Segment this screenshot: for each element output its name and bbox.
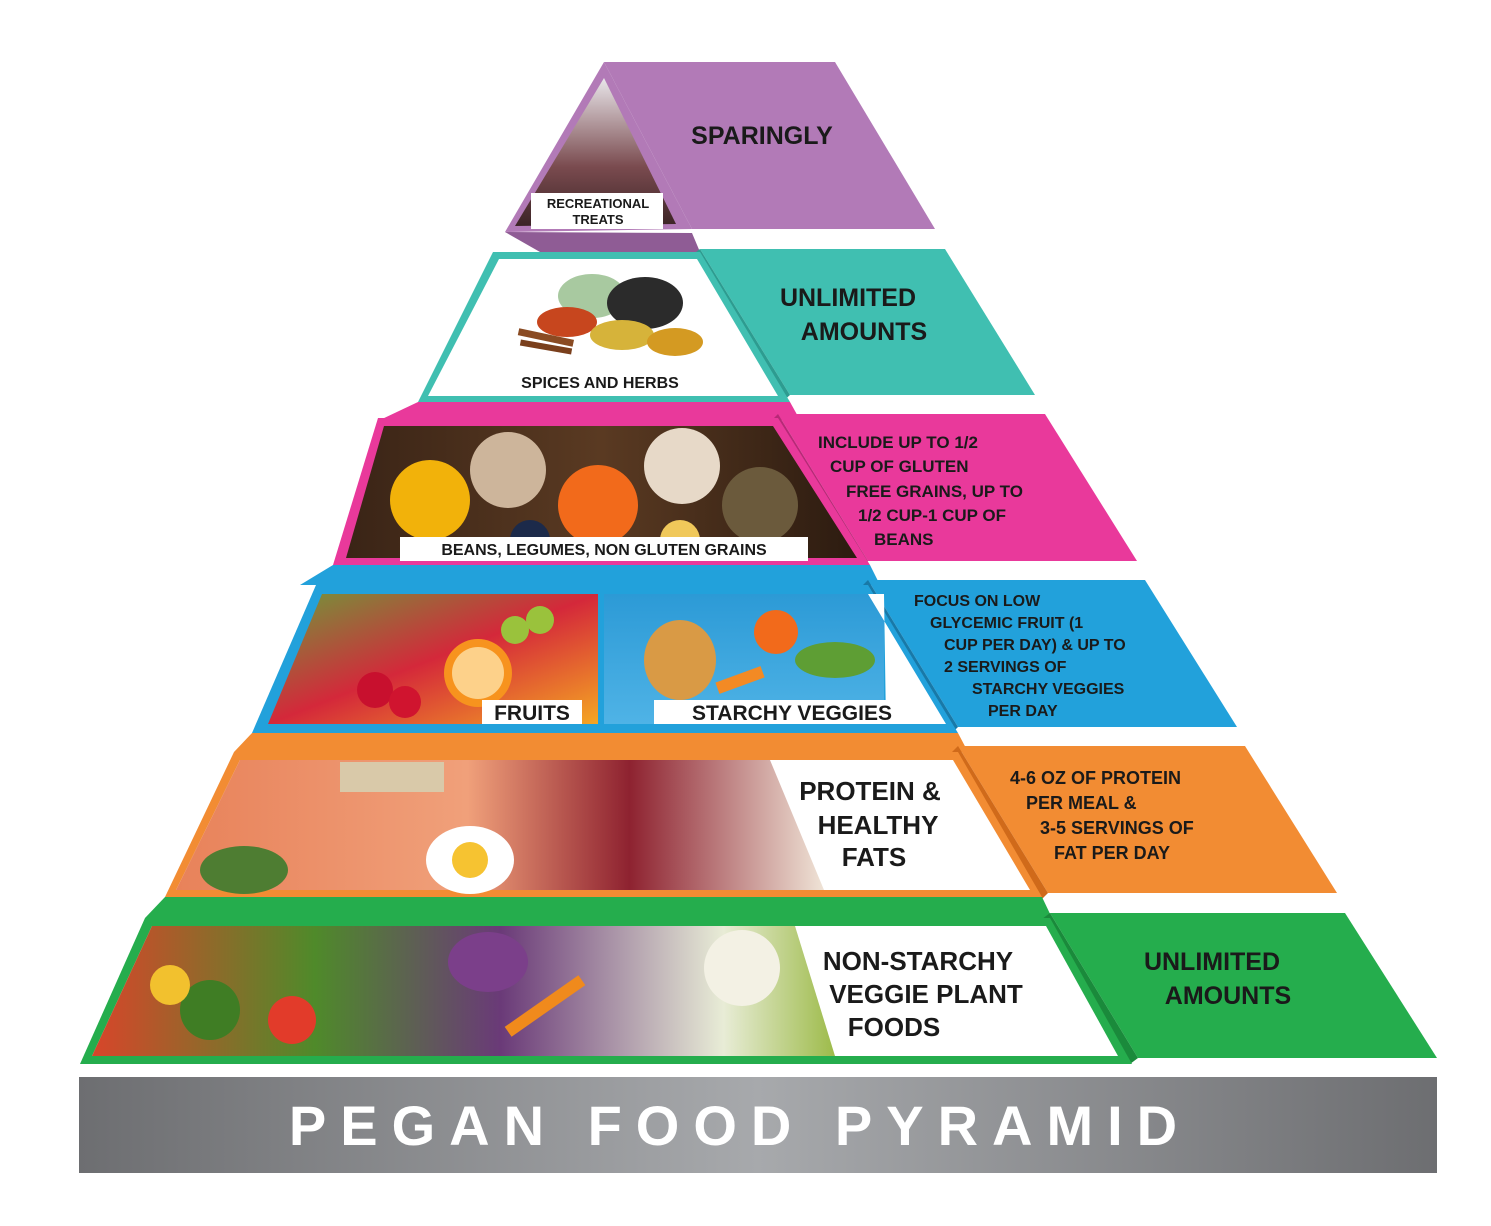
protein-illustration [200,762,514,894]
amount-fruit-line-3: CUP PER DAY) & UP TO [944,637,1126,654]
amount-sparingly: SPARINGLY [691,122,833,150]
amount-fruit-line-6: PER DAY [988,703,1058,720]
amount-beans-line-2: CUP OF GLUTEN [830,457,969,476]
amount-fruit-line-5: STARCHY VEGGIES [972,681,1125,698]
food-label-fruits: FRUITS [494,702,570,725]
tier-5-amount-band [958,746,1337,893]
tier-non-starchy-veggies: NON-STARCHY VEGGIE PLANT FOODS UNLIMITED… [80,913,1437,1064]
fruits-label-box [482,700,582,724]
amount-fruit-line-1: FOCUS ON LOW [914,593,1041,610]
tier-5-photo [176,760,824,890]
amount-beans-line-1: INCLUDE UP TO 1/2 [818,433,978,452]
veg-illustration [150,930,780,1044]
amount-fruit-line-2: GLYCEMIC FRUIT (1 [930,615,1083,632]
amount-beans-line-5: BEANS [874,530,934,549]
food-label-recreational: RECREATIONAL [547,196,649,211]
starchy-label-box [654,700,922,724]
starchy-illustration [644,610,875,700]
food-label-protein: PROTEIN & [799,776,941,806]
title-bar-background [79,1077,1437,1173]
tier-1-amount-band [604,62,935,229]
tier-4-ledge [234,733,968,752]
title-bar: PEGAN FOOD PYRAMID [79,1077,1437,1173]
food-label-fats: FATS [842,842,907,872]
tier-recreational-treats: RECREATIONAL TREATS SPARINGLY [505,62,935,252]
tier-2-amount-band [700,249,1035,395]
tier-1-ledge [505,232,700,252]
food-label-beans: BEANS, LEGUMES, NON GLUTEN GRAINS [441,542,767,559]
tier-spices-herbs: SPICES AND HERBS UNLIMITED AMOUNTS [380,249,1035,420]
amount-veg-unlimited-1: UNLIMITED [1144,948,1280,976]
tier-fruits-starchy-veggies: FRUITS STARCHY VEGGIES FOCUS ON LOW GLYC… [234,580,1237,752]
food-label-foods: FOODS [848,1012,940,1042]
food-label-treats: TREATS [572,212,623,227]
tier-protein-fats: PROTEIN & HEALTHY FATS 4-6 OZ OF PROTEIN… [145,746,1337,918]
amount-beans-line-4: 1/2 CUP-1 CUP OF [858,506,1006,525]
tier-6-amount-band [1050,913,1437,1058]
beans-label-box [400,537,808,561]
food-label-spices-herbs: SPICES AND HERBS [521,375,679,392]
tier-3-ledge [300,565,880,585]
tier-5-ledge [145,897,1052,918]
amount-veg-unlimited-2: AMOUNTS [1165,982,1291,1010]
tier-3-amount-band [778,414,1137,561]
tier-2-ledge [380,402,800,420]
amount-protein-line-2: PER MEAL & [1026,793,1137,813]
amount-beans-line-3: FREE GRAINS, UP TO [846,482,1023,501]
food-label-non-starchy: NON-STARCHY [823,946,1013,976]
tier-4-amount-band [868,580,1237,727]
amount-unlimited-2: AMOUNTS [801,318,927,346]
treats-label-box [531,193,663,229]
food-label-veggie-plant: VEGGIE PLANT [829,979,1023,1009]
tier-1-photo [515,78,676,226]
amount-unlimited-1: UNLIMITED [780,284,916,312]
fruit-illustration [357,606,554,718]
amount-protein-line-4: FAT PER DAY [1054,843,1170,863]
food-label-starchy-veggies: STARCHY VEGGIES [692,702,892,725]
pyramid-title: PEGAN FOOD PYRAMID [289,1094,1191,1157]
amount-protein-line-1: 4-6 OZ OF PROTEIN [1010,768,1181,788]
spices-illustration [517,274,703,356]
tier-beans-legumes-grains: BEANS, LEGUMES, NON GLUTEN GRAINS INCLUD… [300,414,1137,585]
food-label-healthy: HEALTHY [818,810,939,840]
amount-protein-line-3: 3-5 SERVINGS OF [1040,818,1194,838]
amount-fruit-line-4: 2 SERVINGS OF [944,659,1067,676]
